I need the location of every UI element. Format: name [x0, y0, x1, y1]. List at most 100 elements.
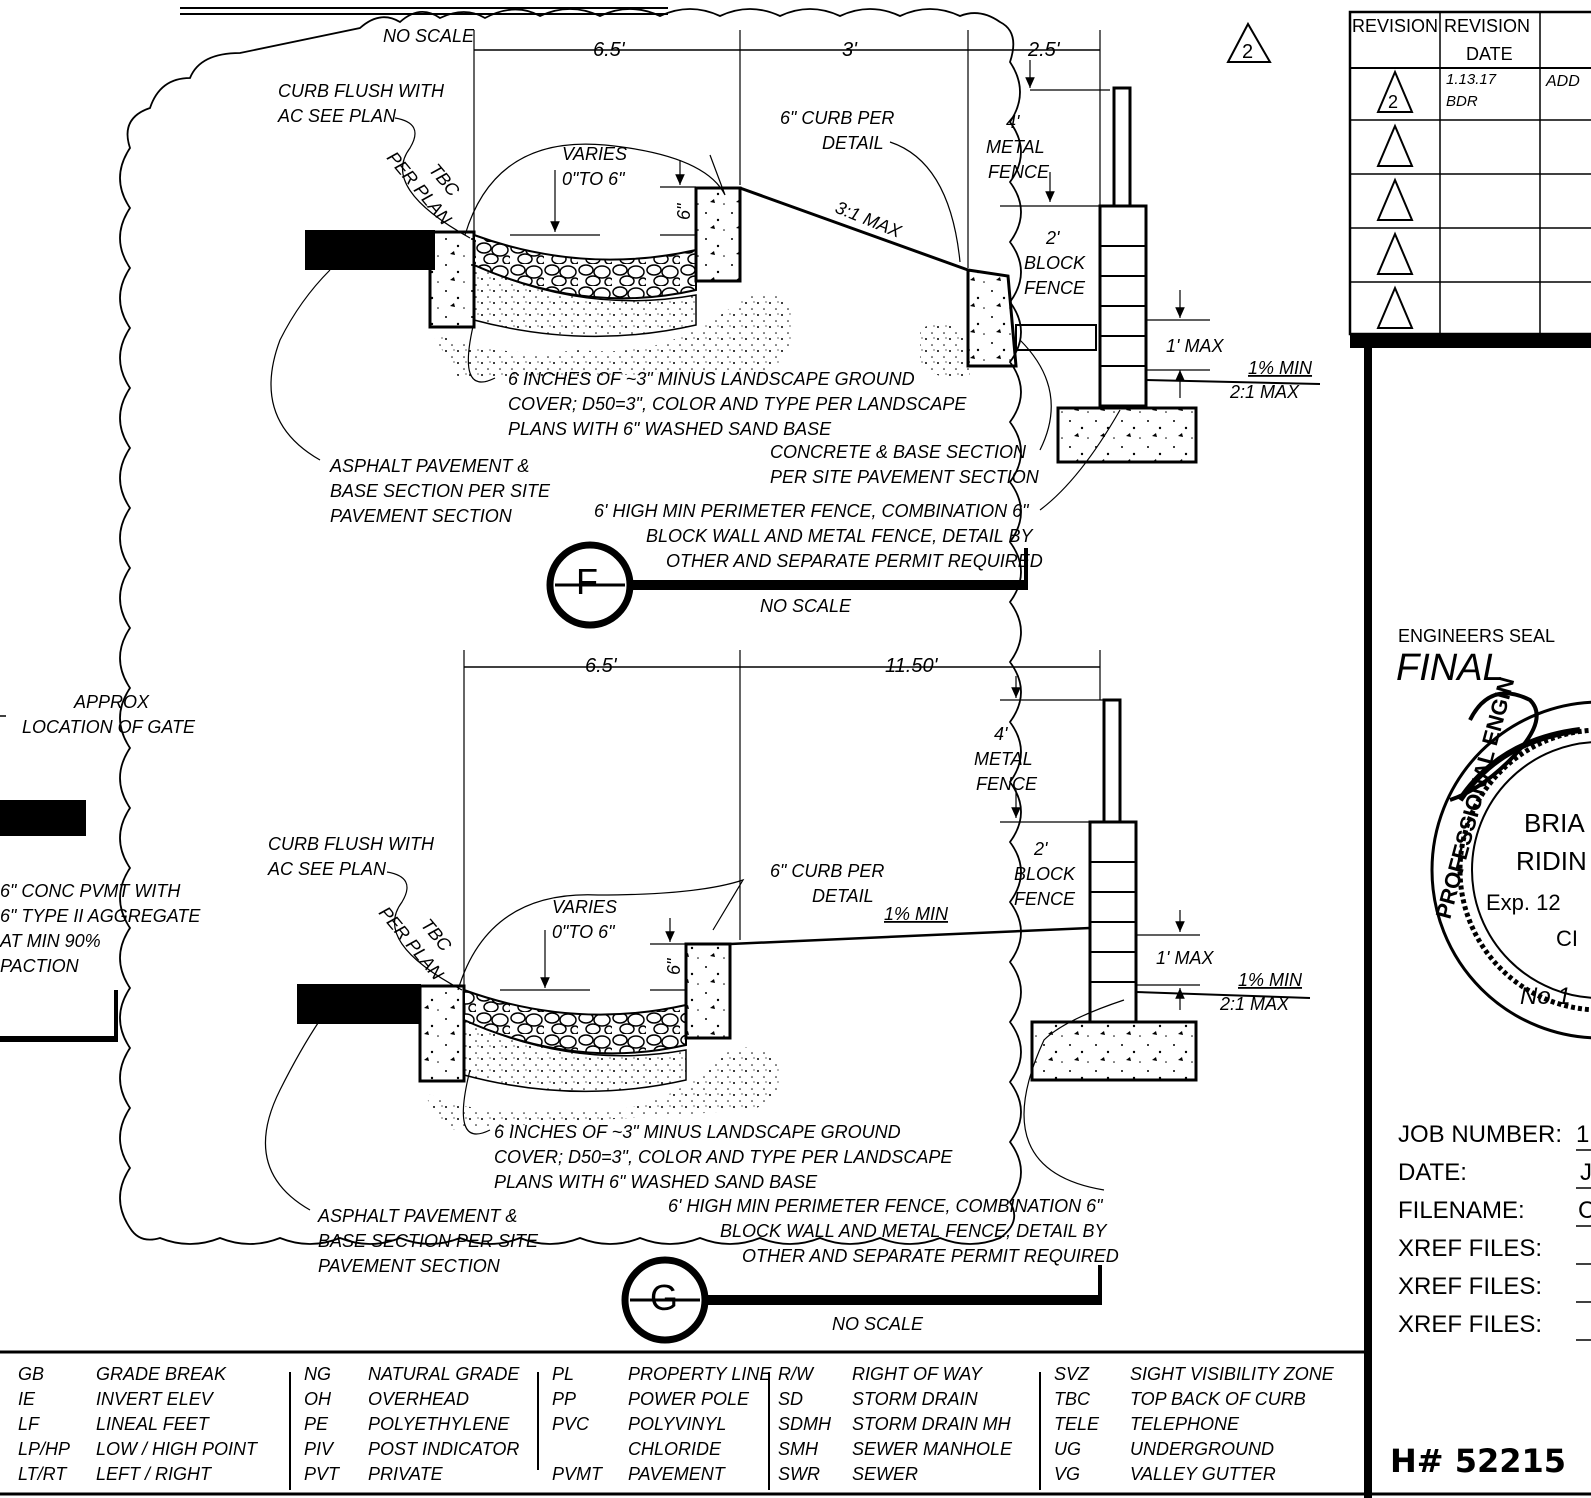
g-metal-fence: METAL [974, 749, 1033, 769]
conc-note: 6" TYPE II AGGREGATE [0, 906, 201, 926]
f-ground-cover: COVER; D50=3", COLOR AND TYPE PER LANDSC… [508, 394, 967, 414]
subgrade [430, 292, 793, 380]
seal-exp: Exp. 12 [1486, 890, 1561, 915]
f-perimeter: 6' HIGH MIN PERIMETER FENCE, COMBINATION… [594, 501, 1030, 521]
f-block-fence: 2' [1045, 228, 1060, 248]
left-notes [0, 715, 118, 1042]
revision-table [1348, 10, 1591, 1498]
abbr-code: TBC [1054, 1389, 1091, 1409]
f-perimeter: BLOCK WALL AND METAL FENCE, DETAIL BY [646, 526, 1034, 546]
xref-label: XREF FILES: [1398, 1235, 1542, 1262]
seal-final: FINAL [1396, 647, 1504, 689]
abbr-meaning: TELEPHONE [1130, 1414, 1240, 1434]
abbr-meaning: LOW / HIGH POINT [96, 1439, 259, 1459]
job-number-label: JOB NUMBER: [1398, 1121, 1562, 1148]
g-asphalt: BASE SECTION PER SITE [318, 1231, 539, 1251]
gate-note: LOCATION OF GATE [22, 717, 196, 737]
rock-layer [463, 988, 687, 1055]
f-asphalt: BASE SECTION PER SITE [330, 481, 551, 501]
rev-header: REVISION [1352, 16, 1438, 36]
conc-note: AT MIN 90% [0, 931, 101, 951]
abbr-code: PVT [304, 1464, 341, 1484]
asphalt-slab [305, 230, 435, 270]
engineer-seal [1430, 691, 1591, 1040]
g-perimeter: OTHER AND SEPARATE PERMIT REQUIRED [742, 1246, 1119, 1266]
g-tag-letter: G [650, 1277, 678, 1318]
conc-note: PACTION [0, 956, 80, 976]
right-curb [684, 942, 732, 1040]
revision-marker: 2 [1242, 41, 1253, 63]
rev-header: DATE [1466, 44, 1513, 64]
conc-note: 6" CONC PVMT WITH [0, 881, 181, 901]
abbr-meaning: SIGHT VISIBILITY ZONE [1130, 1364, 1335, 1384]
abbr-code: LF [18, 1414, 40, 1434]
g-one-ft-max: 1' MAX [1156, 948, 1214, 968]
slope-line [729, 926, 1091, 946]
abbr-meaning: OVERHEAD [368, 1389, 469, 1409]
rev-date: 1.13.17 [1446, 71, 1497, 88]
g-asphalt: ASPHALT PAVEMENT & [317, 1206, 517, 1226]
abbr-meaning: CHLORIDE [628, 1439, 722, 1459]
abbr-code: SMH [778, 1439, 819, 1459]
g-asphalt: PAVEMENT SECTION [318, 1256, 501, 1276]
abbr-meaning: NATURAL GRADE [368, 1364, 520, 1384]
abbr-code: VG [1054, 1464, 1080, 1484]
left-curb [418, 984, 466, 1083]
f-curb-per-detail: 6" CURB PER [780, 108, 894, 128]
g-dim-2: 11.50' [885, 655, 939, 677]
seal-name: BRIA [1524, 808, 1585, 838]
abbr-meaning: LINEAL FEET [96, 1414, 211, 1434]
abbr-code: PVMT [552, 1464, 604, 1484]
xref-label: XREF FILES: [1398, 1273, 1542, 1300]
rev-by: BDR [1446, 93, 1478, 110]
abbr-meaning: UNDERGROUND [1130, 1439, 1274, 1459]
right-curb [694, 186, 742, 283]
rev-desc: ADD [1545, 73, 1580, 90]
abbr-code: PP [552, 1389, 576, 1409]
seal-ci: CI [1556, 926, 1578, 951]
seal-label: ENGINEERS SEAL [1398, 626, 1555, 646]
abbr-meaning: STORM DRAIN [852, 1389, 979, 1409]
f-concrete-base: PER SITE PAVEMENT SECTION [770, 467, 1040, 487]
g-two-one-max: 2:1 MAX [1219, 994, 1290, 1014]
f-tag-letter: F [576, 561, 598, 602]
abbr-meaning: POWER POLE [628, 1389, 750, 1409]
abbr-code: TELE [1054, 1414, 1100, 1434]
g-perimeter: 6' HIGH MIN PERIMETER FENCE, COMBINATION… [668, 1196, 1104, 1216]
abbr-meaning: LEFT / RIGHT [96, 1464, 213, 1484]
abbr-meaning: RIGHT OF WAY [852, 1364, 984, 1384]
g-ground-cover: COVER; D50=3", COLOR AND TYPE PER LANDSC… [494, 1147, 953, 1167]
abbr-meaning: SEWER [852, 1464, 918, 1484]
abbr-meaning: PAVEMENT [628, 1464, 727, 1484]
g-ground-cover: 6 INCHES OF ~3" MINUS LANDSCAPE GROUND [494, 1122, 901, 1142]
g-dim-1: 6.5' [585, 655, 618, 677]
rock-layer [473, 233, 697, 300]
g-curb-flush: CURB FLUSH WITH [268, 834, 435, 854]
g-curb-flush: AC SEE PLAN [267, 859, 387, 879]
rev-header: REVISION [1444, 16, 1530, 36]
abbr-code: PIV [304, 1439, 335, 1459]
revision-delta [1226, 21, 1272, 63]
filename-label: FILENAME: [1398, 1197, 1525, 1224]
f-dim-2: 3' [842, 39, 858, 61]
abbr-code: LP/HP [18, 1439, 70, 1459]
g-block-fence: 2' [1033, 839, 1048, 859]
f-ground-cover: 6 INCHES OF ~3" MINUS LANDSCAPE GROUND [508, 369, 915, 389]
g-slope: 1% MIN [884, 904, 949, 924]
g-pct-min: 1% MIN [1238, 970, 1303, 990]
rev-symbol: 2 [1388, 92, 1398, 112]
g-block-fence: FENCE [1014, 889, 1076, 909]
abbr-code: GB [18, 1364, 44, 1384]
abbr-code: NG [304, 1364, 331, 1384]
f-perimeter: OTHER AND SEPARATE PERMIT REQUIRED [666, 551, 1043, 571]
abbr-meaning: TOP BACK OF CURB [1130, 1389, 1306, 1409]
f-scale-bottom: NO SCALE [760, 596, 852, 616]
g-perimeter: BLOCK WALL AND METAL FENCE, DETAIL BY [720, 1221, 1108, 1241]
abbr-code: R/W [778, 1364, 815, 1384]
date-value: J [1580, 1159, 1591, 1186]
f-metal-fence: 4' [1006, 112, 1020, 132]
footing [1056, 406, 1198, 464]
f-curb-flush: CURB FLUSH WITH [278, 81, 445, 101]
subgrade [420, 1047, 781, 1130]
